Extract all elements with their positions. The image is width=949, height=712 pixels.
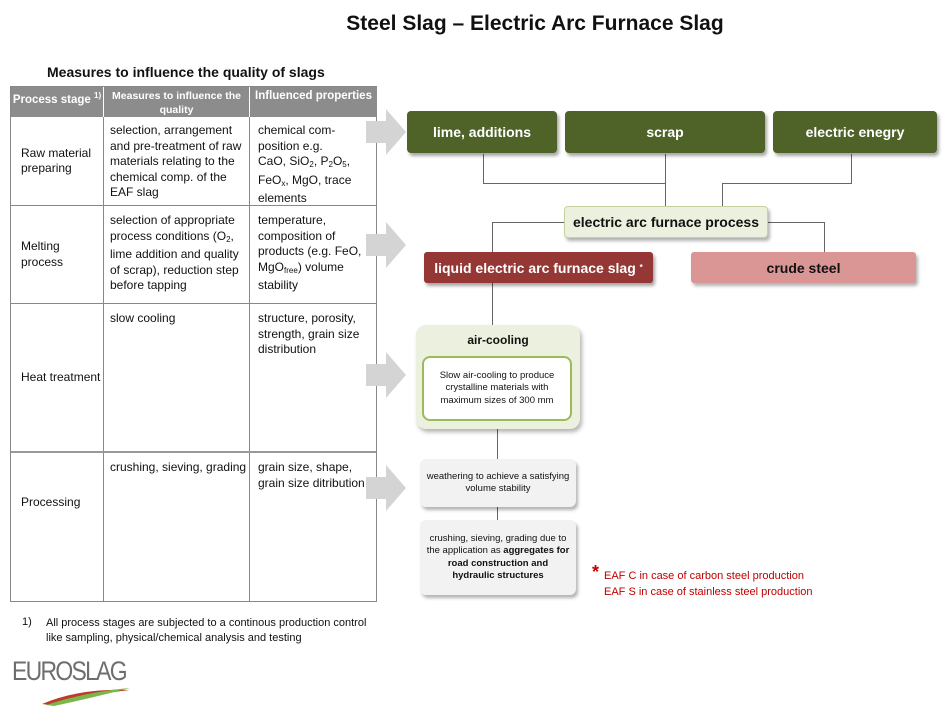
input-lime-additions: lime, additions bbox=[407, 111, 557, 153]
connector-line bbox=[851, 154, 852, 183]
properties-formula: CaO, SiO2, P2O5, FeOx, MgO, trace elemen… bbox=[258, 154, 352, 205]
right-arrow-icon bbox=[366, 109, 406, 155]
connector-line bbox=[497, 507, 498, 520]
connector-line bbox=[483, 154, 484, 183]
euroslag-logo: EUROSLAG bbox=[12, 656, 128, 686]
column-divider bbox=[103, 117, 104, 601]
header-stage-label: Process stage bbox=[12, 93, 91, 106]
table-row-stage: Melting process bbox=[21, 206, 101, 303]
stage-label: Melting process bbox=[21, 239, 64, 269]
table-row-stage: Raw material preparing bbox=[21, 117, 101, 205]
page-title: Steel Slag – Electric Arc Furnace Slag bbox=[346, 12, 724, 35]
crushing-text-bold: aggregates for road construction and hyd… bbox=[447, 545, 570, 581]
row-divider bbox=[11, 303, 376, 304]
note-asterisk: * bbox=[592, 562, 600, 582]
table-row-properties: structure, porosity, strength, grain siz… bbox=[258, 311, 360, 356]
input-electric-energy: electric enegry bbox=[773, 111, 937, 153]
weathering-box: weathering to achieve a satisfying volum… bbox=[420, 459, 576, 507]
logo-swoosh-icon bbox=[42, 688, 130, 706]
connector-line bbox=[497, 429, 498, 459]
table-row-measures: selection, arrangement and pre-treatment… bbox=[110, 123, 242, 199]
column-divider bbox=[249, 117, 250, 601]
table-row-stage: Heat treatment bbox=[21, 304, 101, 451]
header-stage-footnote-mark: 1) bbox=[94, 91, 102, 100]
table-row-stage: Processing bbox=[21, 453, 101, 553]
crude-steel-box: crude steel bbox=[691, 252, 916, 283]
air-cooling-description: Slow air-cooling to produce crystalline … bbox=[422, 356, 572, 421]
eaf-process-box: electric arc furnace process bbox=[564, 206, 768, 238]
header-measures: Measures to influence the quality bbox=[104, 87, 249, 117]
connector-line bbox=[665, 154, 666, 206]
header-process-stage: Process stage 1) bbox=[11, 87, 103, 117]
footnote-text: All process stages are subjected to a co… bbox=[46, 617, 367, 644]
connector-line bbox=[492, 222, 493, 252]
connector-line bbox=[722, 183, 723, 206]
table-row-properties: chemical com-position e.g. CaO, SiO2, P2… bbox=[258, 123, 374, 207]
table-row-properties: temperature, composition of products (e.… bbox=[258, 213, 362, 292]
input-scrap: scrap bbox=[565, 111, 765, 153]
row-divider bbox=[11, 205, 376, 206]
note-eaf-c: EAF C in case of carbon steel production bbox=[604, 570, 804, 582]
note-eaf-s: EAF S in case of stainless steel product… bbox=[604, 586, 813, 598]
liquid-slag-box: liquid electric arc furnace slag * bbox=[424, 252, 653, 283]
right-arrow-icon bbox=[366, 222, 406, 268]
measures-table: Process stage 1) Measures to influence t… bbox=[10, 86, 377, 602]
stage-label: Heat treatment bbox=[21, 369, 101, 384]
connector-line bbox=[824, 222, 825, 252]
right-arrow-icon bbox=[366, 465, 406, 511]
crushing-text-plain: crushing, sieving, grading due to the ap… bbox=[426, 532, 567, 557]
properties-intro: chemical com-position e.g. bbox=[258, 123, 336, 153]
connector-line bbox=[492, 222, 565, 223]
slag-asterisk: * bbox=[639, 263, 643, 272]
table-subtitle: Measures to influence the quality of sla… bbox=[47, 64, 325, 80]
right-arrow-icon bbox=[366, 352, 406, 398]
table-row-properties: grain size, shape, grain size ditributio… bbox=[258, 460, 365, 490]
stage-label: Raw material preparing bbox=[21, 145, 92, 176]
footnote-number: 1) bbox=[22, 616, 32, 628]
air-cooling-title: air-cooling bbox=[467, 333, 529, 347]
row-divider bbox=[11, 451, 376, 453]
table-row-measures: selection of appropriate process conditi… bbox=[110, 213, 239, 292]
table-row-measures: crushing, sieving, grading bbox=[110, 460, 247, 474]
connector-line bbox=[768, 222, 824, 223]
stage-label: Processing bbox=[21, 495, 81, 510]
connector-line bbox=[492, 283, 493, 325]
connector-line bbox=[722, 183, 852, 184]
header-properties: Influenced properties bbox=[250, 87, 377, 117]
table-row-measures: slow cooling bbox=[110, 311, 176, 325]
liquid-slag-label: liquid electric arc furnace slag bbox=[434, 259, 636, 276]
crushing-text: crushing, sieving, grading due to the ap… bbox=[426, 533, 570, 583]
connector-line bbox=[483, 183, 665, 184]
crushing-box: crushing, sieving, grading due to the ap… bbox=[420, 520, 576, 595]
